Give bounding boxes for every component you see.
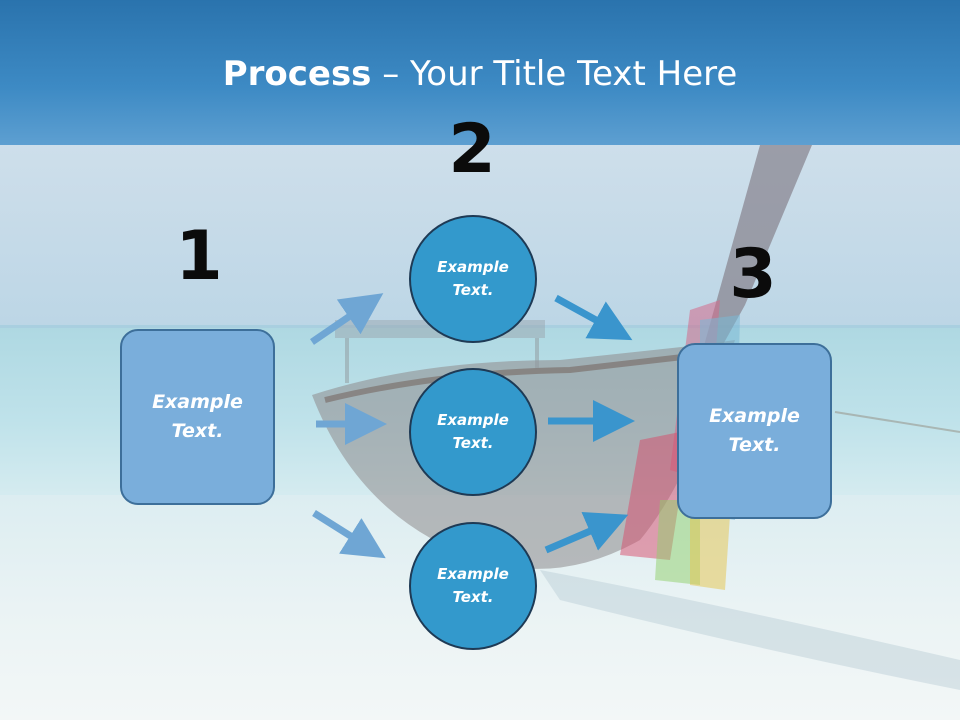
arrow-from-circle-1	[554, 294, 633, 341]
arrow-to-circle-1	[310, 293, 384, 345]
slide-title: Process – Your Title Text Here	[0, 52, 960, 96]
circle-3: Example Text.	[409, 522, 537, 650]
left-box: Example Text.	[120, 329, 275, 505]
title-bold: Process	[222, 54, 372, 94]
right-box: Example Text.	[677, 343, 832, 519]
title-rest: – Your Title Text Here	[371, 54, 738, 94]
step-number-1: 1	[175, 217, 223, 296]
arrow-from-circle-3	[544, 511, 629, 554]
title-bar	[0, 0, 960, 145]
step-number-2: 2	[448, 110, 496, 189]
arrow-to-circle-3	[312, 510, 386, 559]
circle-3-text: Example Text.	[437, 565, 509, 606]
step-number-3: 3	[729, 235, 777, 314]
right-box-text: Example Text.	[709, 405, 800, 456]
circle-1: Example Text.	[409, 215, 537, 343]
circle-2-text: Example Text.	[437, 411, 509, 452]
circle-2: Example Text.	[409, 368, 537, 496]
left-box-text: Example Text.	[152, 391, 243, 442]
circle-1-text: Example Text.	[437, 258, 509, 299]
